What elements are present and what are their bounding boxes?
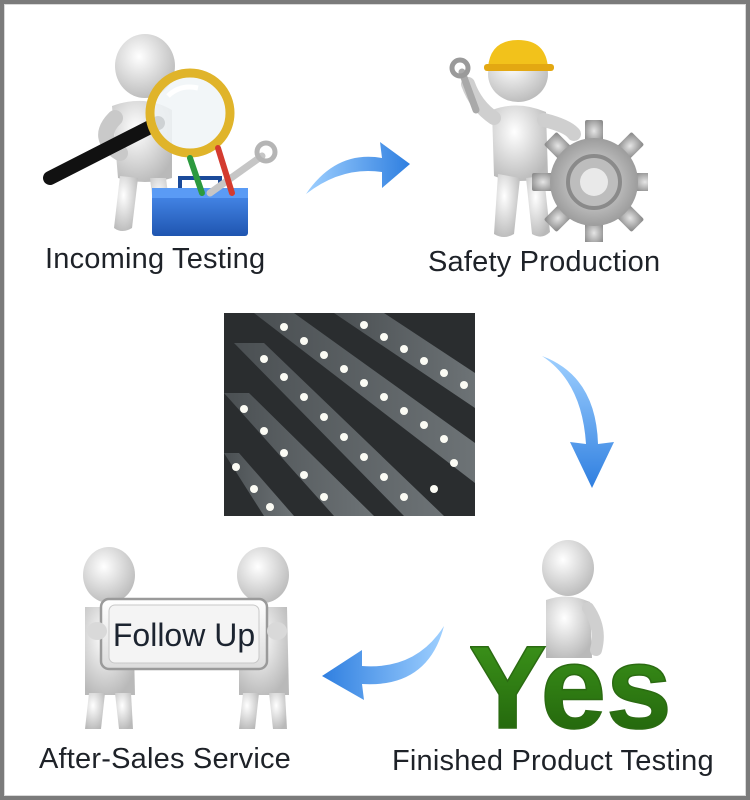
finished-product-testing-figure: Yes	[470, 540, 670, 738]
flow-arrow-down	[542, 356, 614, 488]
flow-arrow-right	[306, 142, 410, 194]
production-line-photo	[224, 313, 475, 516]
yes-word: Yes	[470, 622, 670, 738]
gear-icon	[532, 120, 648, 242]
helmet-icon	[484, 40, 554, 102]
sign-icon: Follow Up	[99, 597, 269, 671]
wrench-icon	[187, 140, 278, 197]
step-label-finished-product-testing: Finished Product Testing	[392, 745, 714, 777]
step-label-incoming-testing: Incoming Testing	[45, 243, 266, 275]
step-label-after-sales-service: After-Sales Service	[39, 743, 291, 775]
after-sales-service-figure: Follow Up	[83, 547, 289, 729]
magnifier-icon	[43, 68, 235, 185]
safety-production-figure	[449, 40, 648, 242]
incoming-testing-figure	[43, 34, 278, 236]
flow-arrow-left	[322, 626, 444, 700]
step-label-safety-production: Safety Production	[428, 246, 661, 278]
wrench-icon	[449, 57, 480, 114]
sign-text: Follow Up	[113, 617, 255, 653]
